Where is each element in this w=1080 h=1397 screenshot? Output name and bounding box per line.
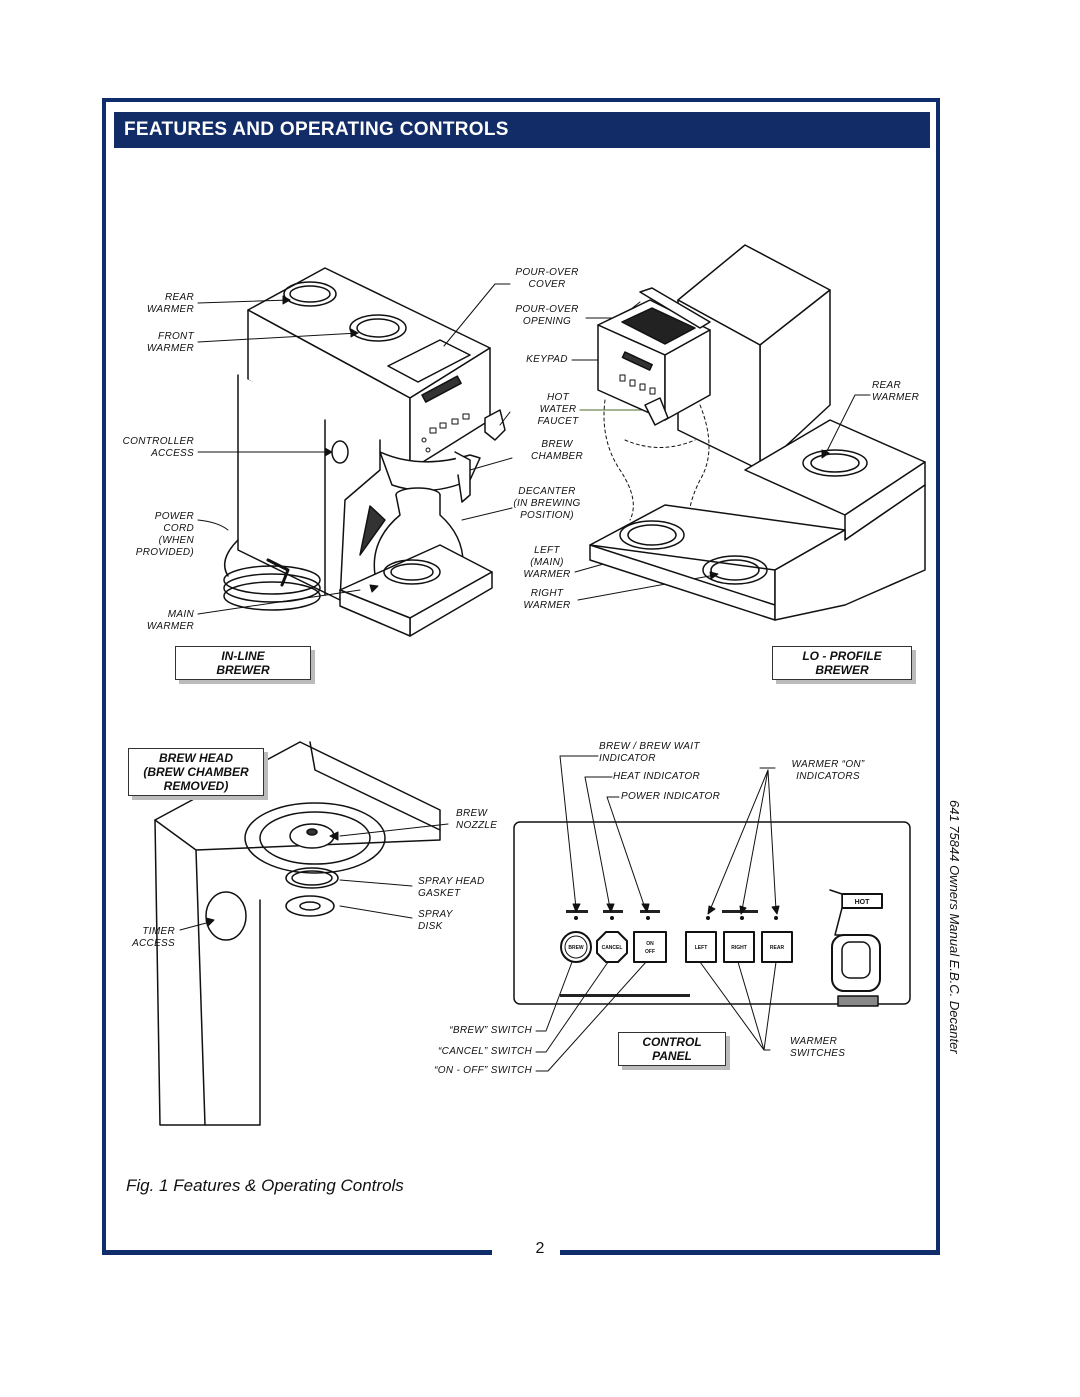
on-button-label: ON [646,941,654,947]
page-title: FEATURES AND OPERATING CONTROLS [114,112,930,148]
left-main-warmer-label: LEFT(MAIN) WARMER [523,545,571,580]
onoff-switch-label: “ON - OFF” SWITCH [434,1065,532,1076]
rear-button-label: REAR [770,945,785,951]
inline-brewer-drawing [223,267,506,637]
bottom-rule-right [550,1250,940,1255]
cancel-button-label: CANCEL [602,945,623,951]
heat-indicator-label: HEAT INDICATOR [613,771,700,782]
off-button-label: OFF [645,949,655,955]
hot-logo: HOT [855,899,871,906]
page-number: 2 [0,1240,1080,1258]
bottom-rule-left [102,1250,492,1255]
decanter-label: DECANTER(IN BREWING POSITION) [513,486,581,521]
brew-button-label: BREW [568,945,584,951]
loprofile-brewer-drawing [589,244,926,621]
page-frame [102,98,940,1252]
keypad-label: KEYPAD [526,354,568,365]
brew-switch-label: “BREW” SWITCH [449,1025,532,1036]
right-button-label: RIGHT [731,945,747,951]
control-panel-drawing [513,821,911,1007]
cancel-switch-label: “CANCEL” SWITCH [438,1046,532,1057]
warmer-on-indicators-label: WARMER “ON”INDICATORS [791,759,865,782]
figure-caption: Fig. 1 Features & Operating Controls [126,1176,404,1195]
power-indicator-label: POWER INDICATOR [621,791,721,802]
brewhead-drawing [154,741,441,1126]
left-button-label: LEFT [695,945,708,951]
